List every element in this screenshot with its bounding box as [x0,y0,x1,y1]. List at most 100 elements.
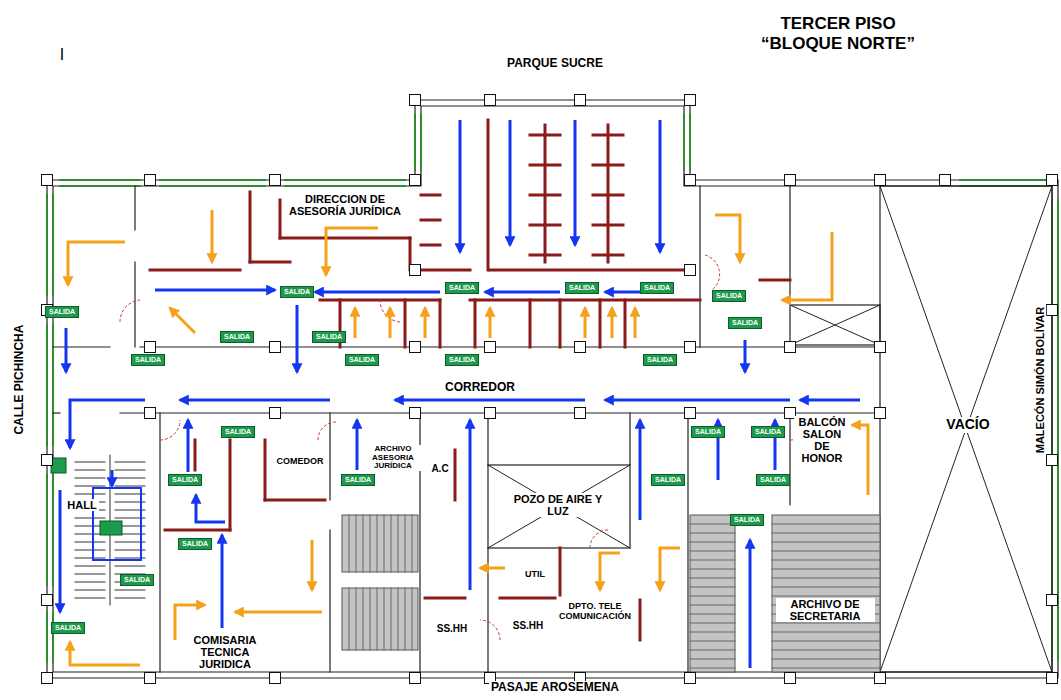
shaft-box [790,305,880,345]
shelf-line-group [690,524,735,668]
partition-wall [789,413,790,505]
window [52,475,54,585]
shelf-line [690,623,735,624]
map-label: PARQUE SUCRE [505,57,605,70]
exit-sign: SALIDA [728,317,762,329]
partition-wall [53,346,110,347]
exit-text: SALIDA [644,284,670,292]
shelf-line [690,578,735,579]
column [1047,175,1058,186]
column [875,408,886,419]
interior-wall [421,219,440,222]
interior-wall [624,300,627,347]
exit-icon [100,521,122,535]
shelf-line [772,641,880,642]
interior-wall [530,254,560,257]
route-arrow [59,490,62,612]
route-arrow [354,308,357,338]
exit-sign: SALIDA [51,622,85,634]
interior-wall [530,164,560,167]
column [270,408,281,419]
stair-step [75,478,105,479]
route-arrow [315,291,440,294]
exit-icon [51,458,66,473]
interior-wall [421,194,440,197]
exit-sign: SALIDA [120,574,154,586]
column [42,455,53,466]
exit-sign: SALIDA [712,290,746,302]
interior-wall [530,224,560,227]
shelf-line [772,542,880,543]
stair-step [75,582,105,583]
exit-sign: SALIDA [565,282,599,294]
shelf-line [391,588,392,650]
column [485,342,496,353]
void-area-cross [880,186,1052,672]
partition-wall [329,530,330,672]
interior-wall [425,597,465,600]
shelf-line [370,588,371,650]
column [410,408,421,419]
exit-text: SALIDA [760,476,786,484]
route-arrow [235,611,322,614]
door-swing [120,300,140,322]
shelf-line [405,588,406,650]
map-label: UTIL [523,570,547,580]
shelf-line [690,659,735,660]
interior-wall [593,254,623,257]
interior-wall [165,529,230,532]
exit-sign: SALIDA [730,514,764,526]
column [575,95,586,106]
window [46,475,48,585]
route-arrow [395,399,585,402]
column [685,175,696,186]
column [785,673,796,684]
route-arrow [782,232,832,300]
column [685,342,696,353]
exit-text: SALIDA [734,516,760,524]
interior-wall [421,269,470,272]
interior-wall [454,450,457,500]
route-arrow [584,308,587,338]
interior-wall [421,244,440,247]
shelf-line [772,650,880,651]
map-label: MALECÓN SIMÓN BOLÍVAR [1034,305,1046,455]
exit-text: SALIDA [755,428,781,436]
exit-sign: SALIDA [168,474,202,486]
partition-wall [487,413,488,465]
shelf-line [405,515,406,572]
exit-sign: SALIDA [756,474,790,486]
exit-sign: SALIDA [345,354,379,366]
window-group [47,115,1058,662]
window [960,179,1045,181]
stair-step [75,518,105,519]
exit-sign: SALIDA [280,286,314,298]
exit-text: SALIDA [135,356,161,364]
window [46,612,48,662]
interior-wall [490,269,684,272]
stair-step [75,598,105,599]
exit-text: SALIDA [732,319,758,327]
window [160,179,265,181]
route-arrow [326,228,378,275]
route-arrow [65,328,68,372]
route-arrow [170,308,195,333]
shelf-line [384,515,385,572]
route-arrow [221,535,224,628]
route-arrow [180,399,330,402]
exit-text: SALIDA [225,428,251,436]
title: TERCER PISO “BLOQUE NORTE” [758,14,918,55]
interior-wall [593,134,623,137]
column [410,175,421,186]
column [785,175,796,186]
shelf-line [690,632,735,633]
shelf-line [772,596,880,597]
route-arrow [605,399,790,402]
map-label: DPTO. TELE COMUNICACIÓN [556,602,635,622]
partition-wall [629,413,630,465]
shelf-line [772,632,880,633]
interior-wall [229,440,232,530]
window [414,115,416,170]
column [410,265,421,276]
exit-sign: SALIDA [643,354,677,366]
